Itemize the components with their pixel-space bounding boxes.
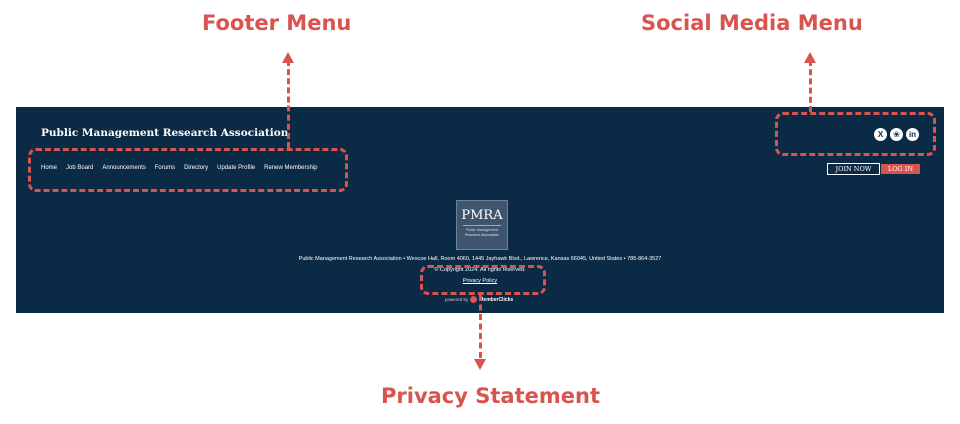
x-icon[interactable]: X <box>874 128 887 141</box>
copyright: © Copyright 2024. All rights reserved. <box>434 267 526 273</box>
bluesky-icon[interactable]: ❀ <box>890 128 903 141</box>
memberclicks-logo-icon <box>470 296 478 303</box>
nav-job-board[interactable]: Job Board <box>66 165 94 171</box>
nav-directory[interactable]: Directory <box>184 165 209 171</box>
nav-home[interactable]: Home <box>41 165 58 171</box>
nav-announcements[interactable]: Announcements <box>102 165 146 171</box>
nav-forums[interactable]: Forums <box>154 165 176 171</box>
arrow-down-icon <box>474 359 486 370</box>
nav-renew-membership[interactable]: Renew Membership <box>264 165 318 171</box>
org-name: Public Management Research Association <box>41 127 289 139</box>
join-now-button[interactable]: JOIN NOW <box>827 163 880 175</box>
pmra-logo[interactable]: PMRA Public Management Research Associat… <box>456 200 508 250</box>
social-menu-connector <box>809 60 812 112</box>
privacy-highlight <box>420 265 546 295</box>
social-media-menu: X ❀ in <box>874 128 919 141</box>
site-footer: Public Management Research Association H… <box>16 107 944 313</box>
footer-nav: Home Job Board Announcements Forums Dire… <box>41 165 318 171</box>
footer-menu-callout: Footer Menu <box>202 11 352 35</box>
privacy-statement-callout: Privacy Statement <box>381 384 600 408</box>
log-in-button[interactable]: LOG IN <box>881 164 920 174</box>
powered-by[interactable]: powered by MemberClicks <box>445 296 513 303</box>
logo-text: PMRA <box>461 208 503 223</box>
powered-by-text: powered by <box>445 297 469 302</box>
footer-menu-connector <box>287 60 290 148</box>
privacy-policy-container: Privacy Policy <box>16 278 944 284</box>
linkedin-icon[interactable]: in <box>906 128 919 141</box>
arrow-up-icon <box>282 52 294 63</box>
memberclicks-brand: MemberClicks <box>479 296 514 303</box>
privacy-connector <box>479 295 482 358</box>
arrow-up-icon <box>804 52 816 63</box>
privacy-policy-link[interactable]: Privacy Policy <box>462 278 498 284</box>
address: Public Management Research Association •… <box>298 256 662 262</box>
social-media-menu-callout: Social Media Menu <box>641 11 863 35</box>
footer-menu-highlight <box>28 148 348 192</box>
nav-update-profile[interactable]: Update Profile <box>217 165 256 171</box>
logo-subtext: Public Management Research Association <box>463 225 501 238</box>
social-menu-highlight <box>775 112 936 156</box>
